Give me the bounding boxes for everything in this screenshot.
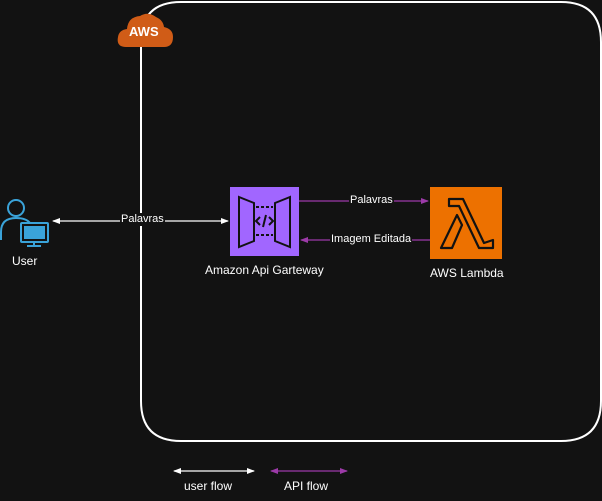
aws-cloud-boundary bbox=[140, 1, 602, 442]
aws-badge-label: AWS bbox=[129, 24, 159, 39]
user-label: User bbox=[12, 254, 38, 268]
api-gateway-icon bbox=[230, 187, 299, 256]
legend-api-flow-label: API flow bbox=[284, 479, 329, 493]
lambda-icon bbox=[430, 187, 502, 259]
lambda-label: AWS Lambda bbox=[430, 266, 504, 280]
legend-user-flow-label: user flow bbox=[184, 479, 233, 493]
edge-gateway-to-lambda-label: Palavras bbox=[349, 194, 394, 207]
edge-lambda-to-gateway-label: Imagem Editada bbox=[330, 233, 413, 246]
edge-user-gateway-label: Palavras bbox=[120, 213, 165, 226]
user-computer-icon bbox=[0, 199, 49, 247]
aws-cloud-icon bbox=[117, 13, 173, 48]
gateway-label: Amazon Api Garteway bbox=[205, 263, 324, 277]
